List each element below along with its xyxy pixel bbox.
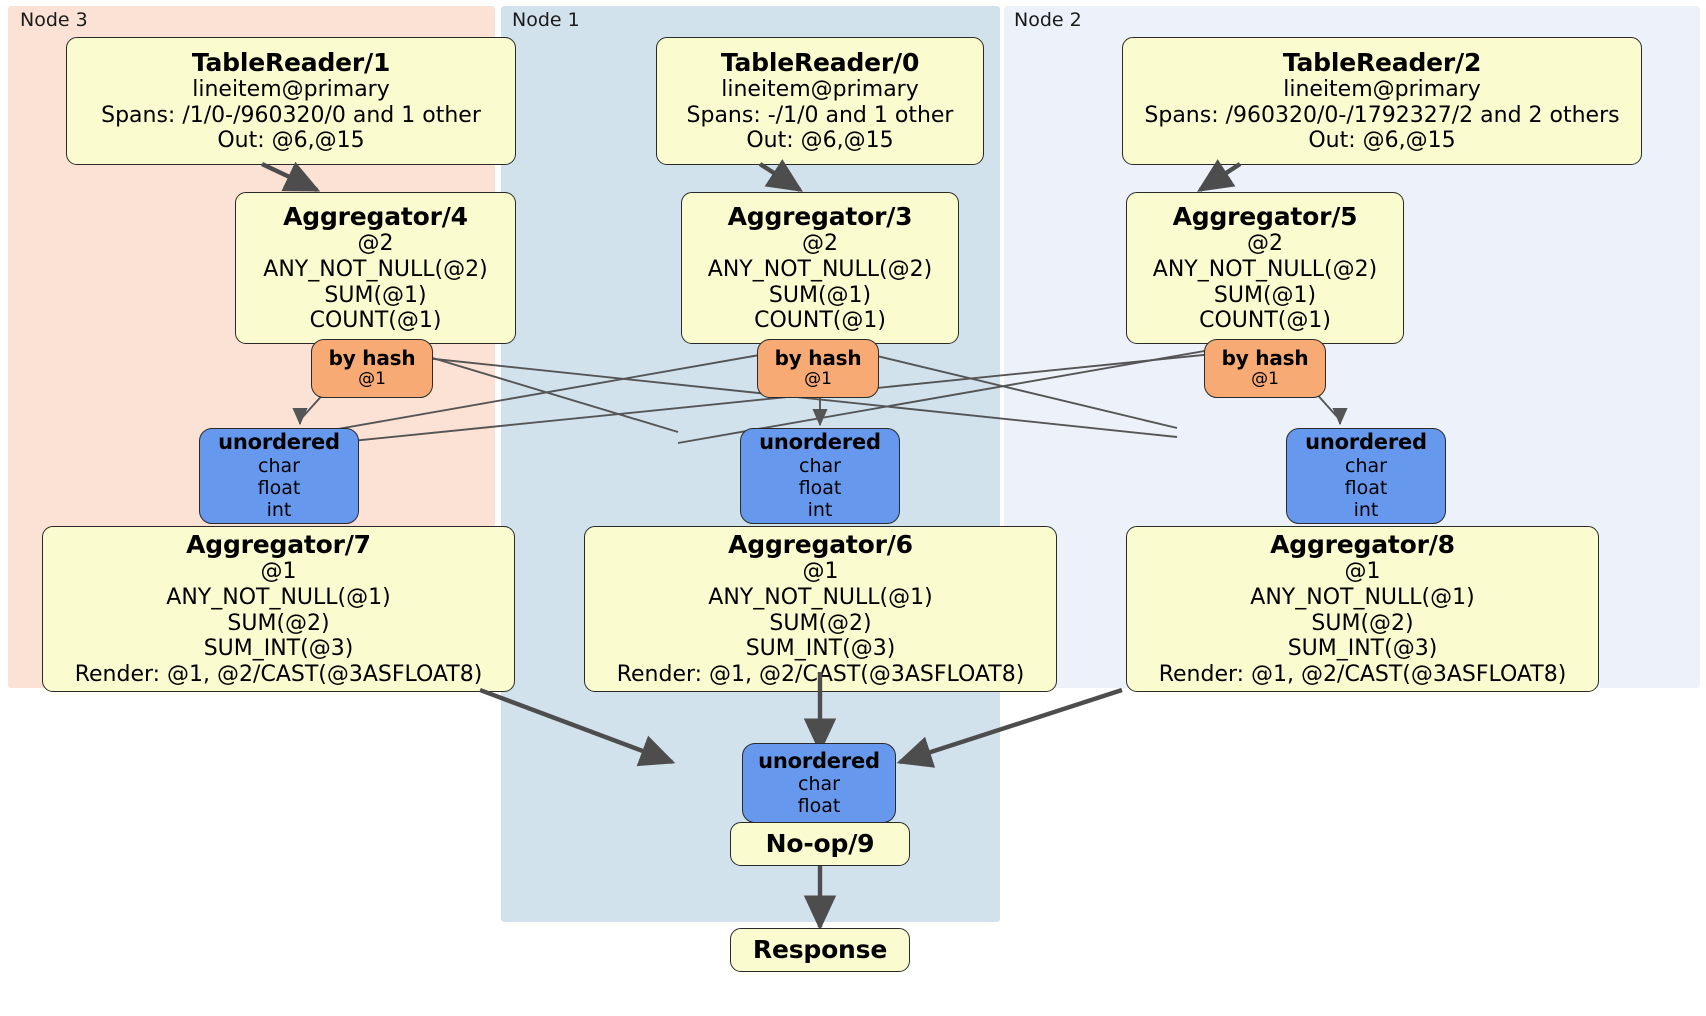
node-response[interactable]: Response <box>730 928 910 972</box>
node-aggregator3[interactable]: Aggregator/3 @2 ANY_NOT_NULL(@2) SUM(@1)… <box>681 192 959 344</box>
node-line: @1 <box>260 559 297 585</box>
synchronizer-line: char <box>1345 454 1387 477</box>
node-title: No-op/9 <box>765 829 875 859</box>
router-line: @1 <box>1251 369 1279 390</box>
node-tablereader1[interactable]: TableReader/1 lineitem@primary Spans: /1… <box>66 37 516 165</box>
synchronizer-title: unordered <box>758 748 880 773</box>
node-line: SUM_INT(@3) <box>745 636 896 662</box>
node-line: Render: @1, @2/CAST(@3ASFLOAT8) <box>74 662 483 688</box>
node-line: Out: @6,@15 <box>217 128 365 154</box>
node-line: SUM(@1) <box>768 282 872 308</box>
node-line: Out: @6,@15 <box>746 128 894 154</box>
node-line: Spans: /960320/0-/1792327/2 and 2 others <box>1144 102 1620 128</box>
router-title: by hash <box>774 345 862 370</box>
synchronizer-line: char <box>258 454 300 477</box>
node-title: Aggregator/7 <box>186 530 371 560</box>
node-line: @1 <box>1344 559 1381 585</box>
synchronizer-line: int <box>807 499 833 522</box>
panel-label-node1: Node 1 <box>512 9 580 31</box>
node-title: TableReader/0 <box>720 47 920 77</box>
synchronizer-title: unordered <box>1305 430 1427 455</box>
router-by-hash-5[interactable]: by hash @1 <box>1204 339 1326 398</box>
node-noop9[interactable]: No-op/9 <box>730 822 910 866</box>
node-line: SUM(@1) <box>1213 282 1317 308</box>
synchronizer-line: int <box>266 499 292 522</box>
node-aggregator8[interactable]: Aggregator/8 @1 ANY_NOT_NULL(@1) SUM(@2)… <box>1126 526 1599 692</box>
node-title: Aggregator/6 <box>728 530 913 560</box>
node-aggregator5[interactable]: Aggregator/5 @2 ANY_NOT_NULL(@2) SUM(@1)… <box>1126 192 1404 344</box>
synchronizer-unordered-7[interactable]: unordered char float int <box>199 428 359 524</box>
node-line: @2 <box>357 231 394 257</box>
panel-label-node3: Node 3 <box>20 9 88 31</box>
node-line: @2 <box>802 231 838 257</box>
synchronizer-line: float <box>257 477 301 500</box>
panel-label-node2: Node 2 <box>1014 9 1082 31</box>
node-line: SUM(@2) <box>1311 610 1414 636</box>
node-line: SUM(@1) <box>324 282 427 308</box>
node-line: Render: @1, @2/CAST(@3ASFLOAT8) <box>616 662 1025 688</box>
synchronizer-line: int <box>1353 499 1379 522</box>
node-line: Out: @6,@15 <box>1308 128 1456 154</box>
router-line: @1 <box>358 369 386 390</box>
node-line: ANY_NOT_NULL(@2) <box>263 256 488 282</box>
node-line: SUM(@2) <box>769 610 872 636</box>
node-line: SUM_INT(@3) <box>1287 636 1438 662</box>
node-line: COUNT(@1) <box>754 308 886 334</box>
node-line: SUM(@2) <box>227 610 330 636</box>
synchronizer-line: float <box>797 795 841 818</box>
synchronizer-unordered-8[interactable]: unordered char float int <box>1286 428 1446 524</box>
node-line: @1 <box>802 559 839 585</box>
node-line: ANY_NOT_NULL(@1) <box>708 585 933 611</box>
node-line: COUNT(@1) <box>309 308 442 334</box>
node-line: lineitem@primary <box>192 77 390 103</box>
node-title: Aggregator/5 <box>1172 201 1358 231</box>
router-title: by hash <box>1221 345 1309 370</box>
synchronizer-line: float <box>798 477 842 500</box>
node-title: TableReader/1 <box>191 47 391 77</box>
synchronizer-title: unordered <box>218 430 340 455</box>
node-tablereader0[interactable]: TableReader/0 lineitem@primary Spans: -/… <box>656 37 984 165</box>
node-aggregator4[interactable]: Aggregator/4 @2 ANY_NOT_NULL(@2) SUM(@1)… <box>235 192 516 344</box>
node-line: @2 <box>1247 231 1283 257</box>
node-line: ANY_NOT_NULL(@2) <box>1152 256 1378 282</box>
node-line: Spans: -/1/0 and 1 other <box>686 102 954 128</box>
synchronizer-unordered-6[interactable]: unordered char float int <box>740 428 900 524</box>
node-title: TableReader/2 <box>1282 47 1482 77</box>
synchronizer-line: char <box>799 454 841 477</box>
node-aggregator7[interactable]: Aggregator/7 @1 ANY_NOT_NULL(@1) SUM(@2)… <box>42 526 515 692</box>
node-line: ANY_NOT_NULL(@1) <box>166 585 391 611</box>
synchronizer-title: unordered <box>759 430 881 455</box>
node-title: Aggregator/8 <box>1270 530 1455 560</box>
node-title: Aggregator/4 <box>283 201 468 231</box>
node-title: Response <box>752 935 888 965</box>
node-title: Aggregator/3 <box>727 201 913 231</box>
node-line: lineitem@primary <box>721 77 919 103</box>
router-by-hash-3[interactable]: by hash @1 <box>757 339 879 398</box>
synchronizer-line: char <box>798 773 840 796</box>
router-by-hash-4[interactable]: by hash @1 <box>311 339 433 398</box>
node-line: SUM_INT(@3) <box>203 636 354 662</box>
node-line: lineitem@primary <box>1283 77 1481 103</box>
node-line: Render: @1, @2/CAST(@3ASFLOAT8) <box>1158 662 1567 688</box>
node-line: ANY_NOT_NULL(@1) <box>1250 585 1475 611</box>
node-line: Spans: /1/0-/960320/0 and 1 other <box>101 102 481 128</box>
node-line: COUNT(@1) <box>1199 308 1331 334</box>
router-title: by hash <box>328 345 416 370</box>
synchronizer-line: float <box>1344 477 1388 500</box>
node-tablereader2[interactable]: TableReader/2 lineitem@primary Spans: /9… <box>1122 37 1642 165</box>
node-line: ANY_NOT_NULL(@2) <box>707 256 933 282</box>
node-aggregator6[interactable]: Aggregator/6 @1 ANY_NOT_NULL(@1) SUM(@2)… <box>584 526 1057 692</box>
synchronizer-unordered-final[interactable]: unordered char float <box>742 743 896 823</box>
router-line: @1 <box>804 369 832 390</box>
